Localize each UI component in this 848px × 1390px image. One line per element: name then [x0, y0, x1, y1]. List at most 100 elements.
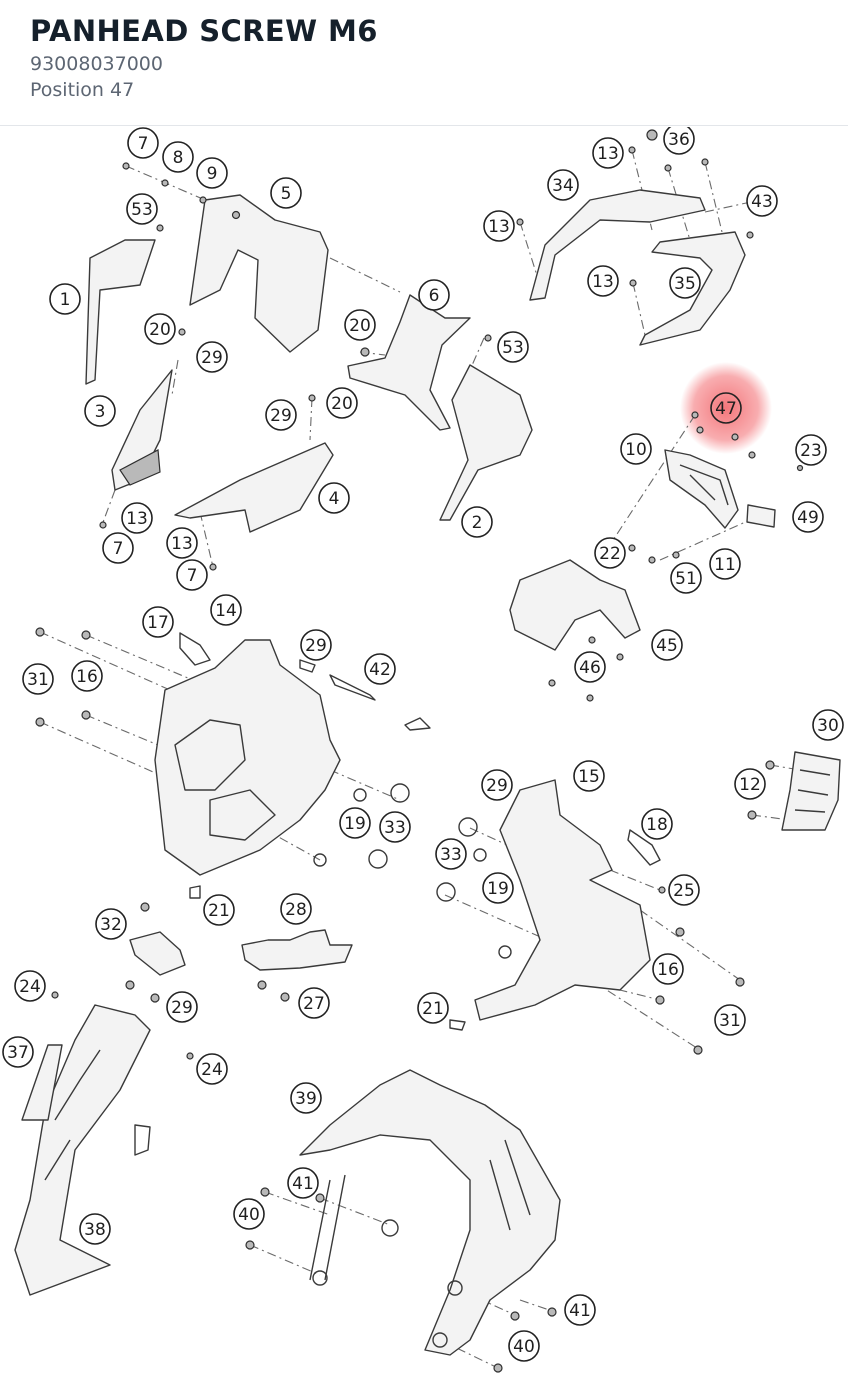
diagram-canvas: 7895351202932920620534213713713363443131…: [2, 127, 844, 1373]
callout-40[interactable]: 40: [233, 1198, 265, 1230]
callout-39[interactable]: 39: [290, 1082, 322, 1114]
callout-37[interactable]: 37: [2, 1036, 34, 1068]
callout-label: 29: [201, 348, 223, 368]
callout-label: 30: [817, 716, 839, 736]
callout-31[interactable]: 31: [714, 1004, 746, 1036]
callout-circle: [326, 387, 358, 419]
callout-40[interactable]: 40: [508, 1330, 540, 1362]
callout-label: 45: [656, 636, 678, 656]
callout-11[interactable]: 11: [709, 548, 741, 580]
callout-42[interactable]: 42: [364, 653, 396, 685]
callout-circle: [670, 562, 702, 594]
callout-16[interactable]: 16: [71, 660, 103, 692]
callout-19[interactable]: 19: [482, 872, 514, 904]
callout-1[interactable]: 1: [49, 283, 81, 315]
callout-45[interactable]: 45: [651, 629, 683, 661]
callout-4[interactable]: 4: [318, 482, 350, 514]
callout-29[interactable]: 29: [300, 629, 332, 661]
callout-8[interactable]: 8: [162, 141, 194, 173]
callout-6[interactable]: 6: [418, 279, 450, 311]
callout-circle: [84, 395, 116, 427]
callout-33[interactable]: 33: [435, 838, 467, 870]
callout-19[interactable]: 19: [339, 807, 371, 839]
callout-5[interactable]: 5: [270, 177, 302, 209]
callout-32[interactable]: 32: [95, 908, 127, 940]
callout-27[interactable]: 27: [298, 987, 330, 1019]
callout-circle: [574, 651, 606, 683]
callout-51[interactable]: 51: [670, 562, 702, 594]
callout-label: 53: [502, 338, 524, 358]
callout-21[interactable]: 21: [417, 992, 449, 1024]
callout-17[interactable]: 17: [142, 606, 174, 638]
callout-circle: [592, 137, 624, 169]
callout-21[interactable]: 21: [203, 894, 235, 926]
callout-13[interactable]: 13: [587, 265, 619, 297]
callout-29[interactable]: 29: [196, 341, 228, 373]
callout-label: 6: [429, 286, 440, 306]
callout-label: 31: [27, 670, 49, 690]
callout-24[interactable]: 24: [14, 970, 46, 1002]
callout-41[interactable]: 41: [564, 1294, 596, 1326]
callout-circle: [144, 313, 176, 345]
callout-10[interactable]: 10: [620, 433, 652, 465]
callout-label: 37: [7, 1043, 29, 1063]
callout-29[interactable]: 29: [265, 399, 297, 431]
callout-15[interactable]: 15: [573, 760, 605, 792]
callout-circle: [102, 532, 134, 564]
callout-31[interactable]: 31: [22, 663, 54, 695]
callout-30[interactable]: 30: [812, 709, 844, 741]
callout-label: 25: [673, 881, 695, 901]
callout-7[interactable]: 7: [127, 127, 159, 159]
callout-3[interactable]: 3: [84, 395, 116, 427]
callout-49[interactable]: 49: [792, 501, 824, 533]
callout-9[interactable]: 9: [196, 157, 228, 189]
callout-28[interactable]: 28: [280, 893, 312, 925]
callout-41[interactable]: 41: [287, 1167, 319, 1199]
callout-14[interactable]: 14: [210, 594, 242, 626]
callout-circle: [196, 157, 228, 189]
callout-7[interactable]: 7: [102, 532, 134, 564]
callout-35[interactable]: 35: [669, 267, 701, 299]
callout-13[interactable]: 13: [483, 210, 515, 242]
callout-2[interactable]: 2: [461, 506, 493, 538]
callout-label: 21: [422, 999, 444, 1019]
callout-label: 13: [592, 272, 614, 292]
callout-29[interactable]: 29: [166, 991, 198, 1023]
callout-29[interactable]: 29: [481, 769, 513, 801]
callout-7[interactable]: 7: [176, 559, 208, 591]
callout-label: 16: [657, 960, 679, 980]
callout-label: 40: [238, 1205, 260, 1225]
callout-33[interactable]: 33: [379, 811, 411, 843]
callout-22[interactable]: 22: [594, 537, 626, 569]
callout-13[interactable]: 13: [592, 137, 624, 169]
callout-circle: [364, 653, 396, 685]
callout-23[interactable]: 23: [795, 434, 827, 466]
callout-53[interactable]: 53: [126, 193, 158, 225]
callout-38[interactable]: 38: [79, 1213, 111, 1245]
part-header: PANHEAD SCREW M6 93008037000 Position 47: [0, 0, 848, 126]
callout-46[interactable]: 46: [574, 651, 606, 683]
callout-13[interactable]: 13: [166, 527, 198, 559]
callout-circle: [547, 169, 579, 201]
callout-43[interactable]: 43: [746, 185, 778, 217]
callout-34[interactable]: 34: [547, 169, 579, 201]
callout-36[interactable]: 36: [663, 127, 695, 155]
callout-circle: [641, 808, 673, 840]
callout-18[interactable]: 18: [641, 808, 673, 840]
callout-16[interactable]: 16: [652, 953, 684, 985]
callout-24[interactable]: 24: [196, 1053, 228, 1085]
callout-circle: [162, 141, 194, 173]
callout-20[interactable]: 20: [326, 387, 358, 419]
callout-47[interactable]: 47: [710, 392, 742, 424]
callout-circle: [461, 506, 493, 538]
callout-13[interactable]: 13: [121, 502, 153, 534]
callout-53[interactable]: 53: [497, 331, 529, 363]
callout-20[interactable]: 20: [344, 309, 376, 341]
callout-12[interactable]: 12: [734, 768, 766, 800]
callout-25[interactable]: 25: [668, 874, 700, 906]
callout-label: 9: [207, 164, 218, 184]
callout-circle: [714, 1004, 746, 1036]
callout-20[interactable]: 20: [144, 313, 176, 345]
callout-label: 7: [113, 539, 124, 559]
